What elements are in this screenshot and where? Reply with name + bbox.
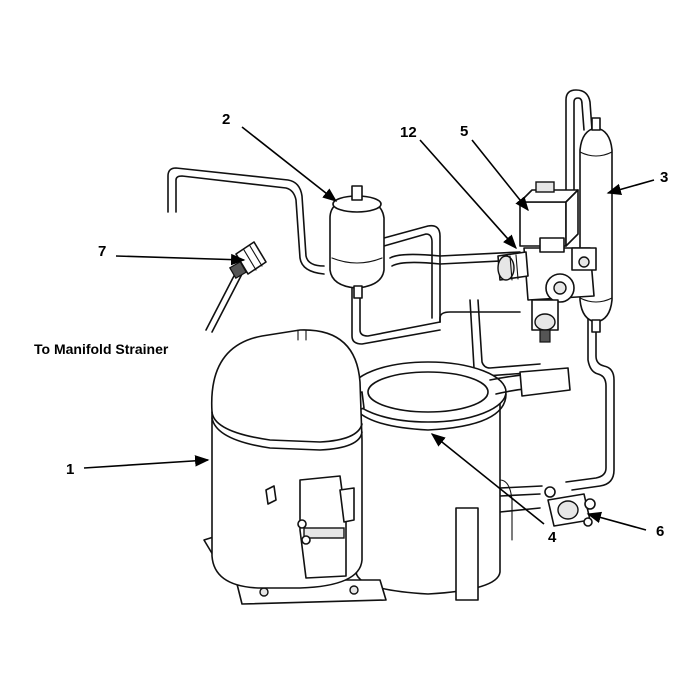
service-valve bbox=[544, 486, 596, 527]
leader-1 bbox=[83, 455, 210, 469]
leader-12 bbox=[419, 139, 517, 250]
compressor bbox=[203, 329, 387, 605]
callout-3: 3 bbox=[660, 169, 668, 186]
callout-4: 4 bbox=[548, 529, 557, 546]
callout-12: 12 bbox=[400, 124, 417, 141]
condenser-drum bbox=[342, 361, 571, 601]
filter-drier bbox=[329, 185, 385, 299]
connector-fitting bbox=[228, 241, 267, 280]
callout-5: 5 bbox=[460, 123, 468, 140]
leader-6 bbox=[586, 511, 647, 531]
callout-7: 7 bbox=[98, 243, 106, 260]
receiver-tank bbox=[579, 117, 613, 333]
leader-3 bbox=[606, 179, 655, 196]
leader-7 bbox=[115, 253, 246, 266]
solenoid-valve bbox=[497, 181, 597, 343]
callout-labels: 2 12 5 3 7 1 4 6 To Manifold Strainer bbox=[34, 111, 668, 546]
manifold-strainer-note: To Manifold Strainer bbox=[34, 341, 169, 357]
leader-5 bbox=[471, 139, 529, 212]
leader-lines bbox=[83, 126, 655, 531]
leader-4 bbox=[430, 433, 545, 525]
leader-2 bbox=[241, 126, 338, 202]
callout-6: 6 bbox=[656, 523, 664, 540]
callout-2: 2 bbox=[222, 111, 230, 128]
callout-1: 1 bbox=[66, 461, 74, 478]
